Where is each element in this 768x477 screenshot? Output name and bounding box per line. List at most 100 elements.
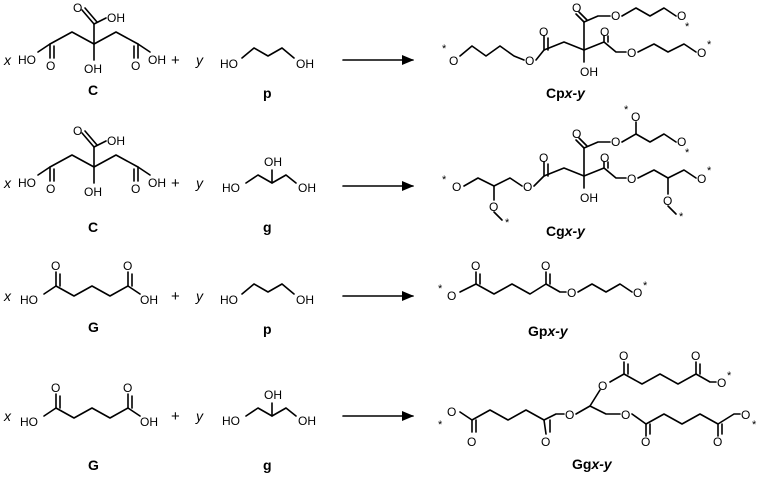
svg-text:*: * <box>707 165 712 177</box>
svg-text:O: O <box>539 25 548 39</box>
svg-text:O: O <box>541 259 550 273</box>
svg-text:O: O <box>523 180 532 194</box>
product-label: Cgx-y <box>546 223 586 239</box>
svg-text:HO: HO <box>20 293 38 307</box>
plus-sign: + <box>171 408 180 425</box>
svg-text:O: O <box>717 376 726 390</box>
svg-text:*: * <box>442 174 447 186</box>
svg-text:*: * <box>505 217 510 229</box>
svg-text:HO: HO <box>18 53 36 67</box>
svg-text:O: O <box>600 151 609 165</box>
svg-text:O: O <box>539 151 548 165</box>
svg-text:HO: HO <box>220 57 238 71</box>
svg-text:O: O <box>697 172 706 186</box>
svg-text:O: O <box>51 381 60 395</box>
product-label: Cpx-y <box>546 85 586 101</box>
coefficient-y: y <box>195 408 204 424</box>
coefficient-x: x <box>3 175 12 191</box>
coefficient-x: x <box>3 52 12 68</box>
product-structure: * O O O O O O * OH O O O * <box>442 1 712 79</box>
svg-text:O: O <box>131 59 140 73</box>
svg-text:O: O <box>489 200 498 214</box>
diol-label: p <box>263 321 272 337</box>
svg-text:O: O <box>663 194 672 208</box>
svg-text:O: O <box>600 25 609 39</box>
svg-text:O: O <box>123 381 132 395</box>
svg-text:O: O <box>621 408 630 422</box>
svg-text:O: O <box>611 135 620 149</box>
svg-text:O: O <box>541 435 550 449</box>
svg-text:OH: OH <box>84 62 102 76</box>
coefficient-x: x <box>3 408 12 424</box>
svg-text:O: O <box>447 405 456 419</box>
glycerol-structure: HO OH OH <box>222 155 316 195</box>
svg-text:O: O <box>697 46 706 60</box>
diol-label: g <box>263 457 272 473</box>
diol-label: p <box>263 85 272 101</box>
diol-label: g <box>263 219 272 235</box>
svg-text:*: * <box>438 419 443 431</box>
svg-text:*: * <box>685 21 690 33</box>
svg-text:O: O <box>572 127 581 141</box>
svg-text:*: * <box>752 419 757 431</box>
svg-text:O: O <box>525 54 534 68</box>
svg-text:OH: OH <box>296 57 314 71</box>
svg-text:O: O <box>449 54 458 68</box>
svg-text:OH: OH <box>298 414 316 428</box>
propanediol-structure: HO OH <box>220 283 314 307</box>
coefficient-x: x <box>3 288 12 304</box>
svg-text:*: * <box>707 39 712 51</box>
svg-text:O: O <box>565 408 574 422</box>
svg-text:HO: HO <box>18 176 36 190</box>
svg-text:O: O <box>567 286 576 300</box>
plus-sign: + <box>171 52 180 69</box>
svg-text:*: * <box>442 43 447 55</box>
svg-text:OH: OH <box>84 185 102 199</box>
svg-text:O: O <box>131 182 140 196</box>
glycerol-structure: HO OH OH <box>222 388 316 428</box>
svg-text:HO: HO <box>222 414 240 428</box>
svg-text:O: O <box>713 435 722 449</box>
product-structure: * O O * O O O O O * O * OH O O O * O * <box>442 104 712 229</box>
svg-text:O: O <box>691 349 700 363</box>
svg-text:*: * <box>624 104 629 116</box>
svg-text:O: O <box>46 182 55 196</box>
svg-text:*: * <box>685 147 690 159</box>
svg-text:*: * <box>679 211 684 223</box>
svg-text:O: O <box>471 259 480 273</box>
svg-text:OH: OH <box>107 11 125 25</box>
acid-label: C <box>88 82 98 98</box>
reaction-4: x HO O O OH G + y HO OH OH g <box>3 349 757 473</box>
svg-text:*: * <box>643 280 648 292</box>
glutaric-acid-structure: HO O O OH <box>20 381 158 429</box>
svg-text:OH: OH <box>298 181 316 195</box>
reaction-2: x O OH HO O OH O OH C + y HO OH <box>3 104 712 239</box>
svg-text:*: * <box>727 370 732 382</box>
product-label: Gpx-y <box>528 323 569 339</box>
product-label: Ggx-y <box>572 456 613 472</box>
acid-label: G <box>88 319 99 335</box>
propanediol-structure: HO OH <box>220 47 314 71</box>
acid-label: C <box>88 219 98 235</box>
svg-text:O: O <box>741 408 750 422</box>
citric-acid-structure: O OH HO O OH O OH <box>18 1 166 76</box>
acid-label: G <box>88 457 99 473</box>
svg-text:O: O <box>572 1 581 15</box>
product-structure: * O O O O O * <box>438 259 648 303</box>
svg-text:O: O <box>123 259 132 273</box>
svg-text:O: O <box>73 124 82 138</box>
coefficient-y: y <box>195 175 204 191</box>
coefficient-y: y <box>195 288 204 304</box>
svg-text:O: O <box>677 135 686 149</box>
svg-text:O: O <box>611 9 620 23</box>
svg-text:*: * <box>438 283 443 295</box>
svg-text:HO: HO <box>222 181 240 195</box>
svg-text:O: O <box>598 379 607 393</box>
svg-text:O: O <box>627 172 636 186</box>
svg-text:OH: OH <box>148 53 166 67</box>
svg-text:OH: OH <box>296 293 314 307</box>
svg-text:O: O <box>633 286 642 300</box>
svg-text:O: O <box>641 435 650 449</box>
svg-text:OH: OH <box>140 293 158 307</box>
svg-text:O: O <box>51 259 60 273</box>
